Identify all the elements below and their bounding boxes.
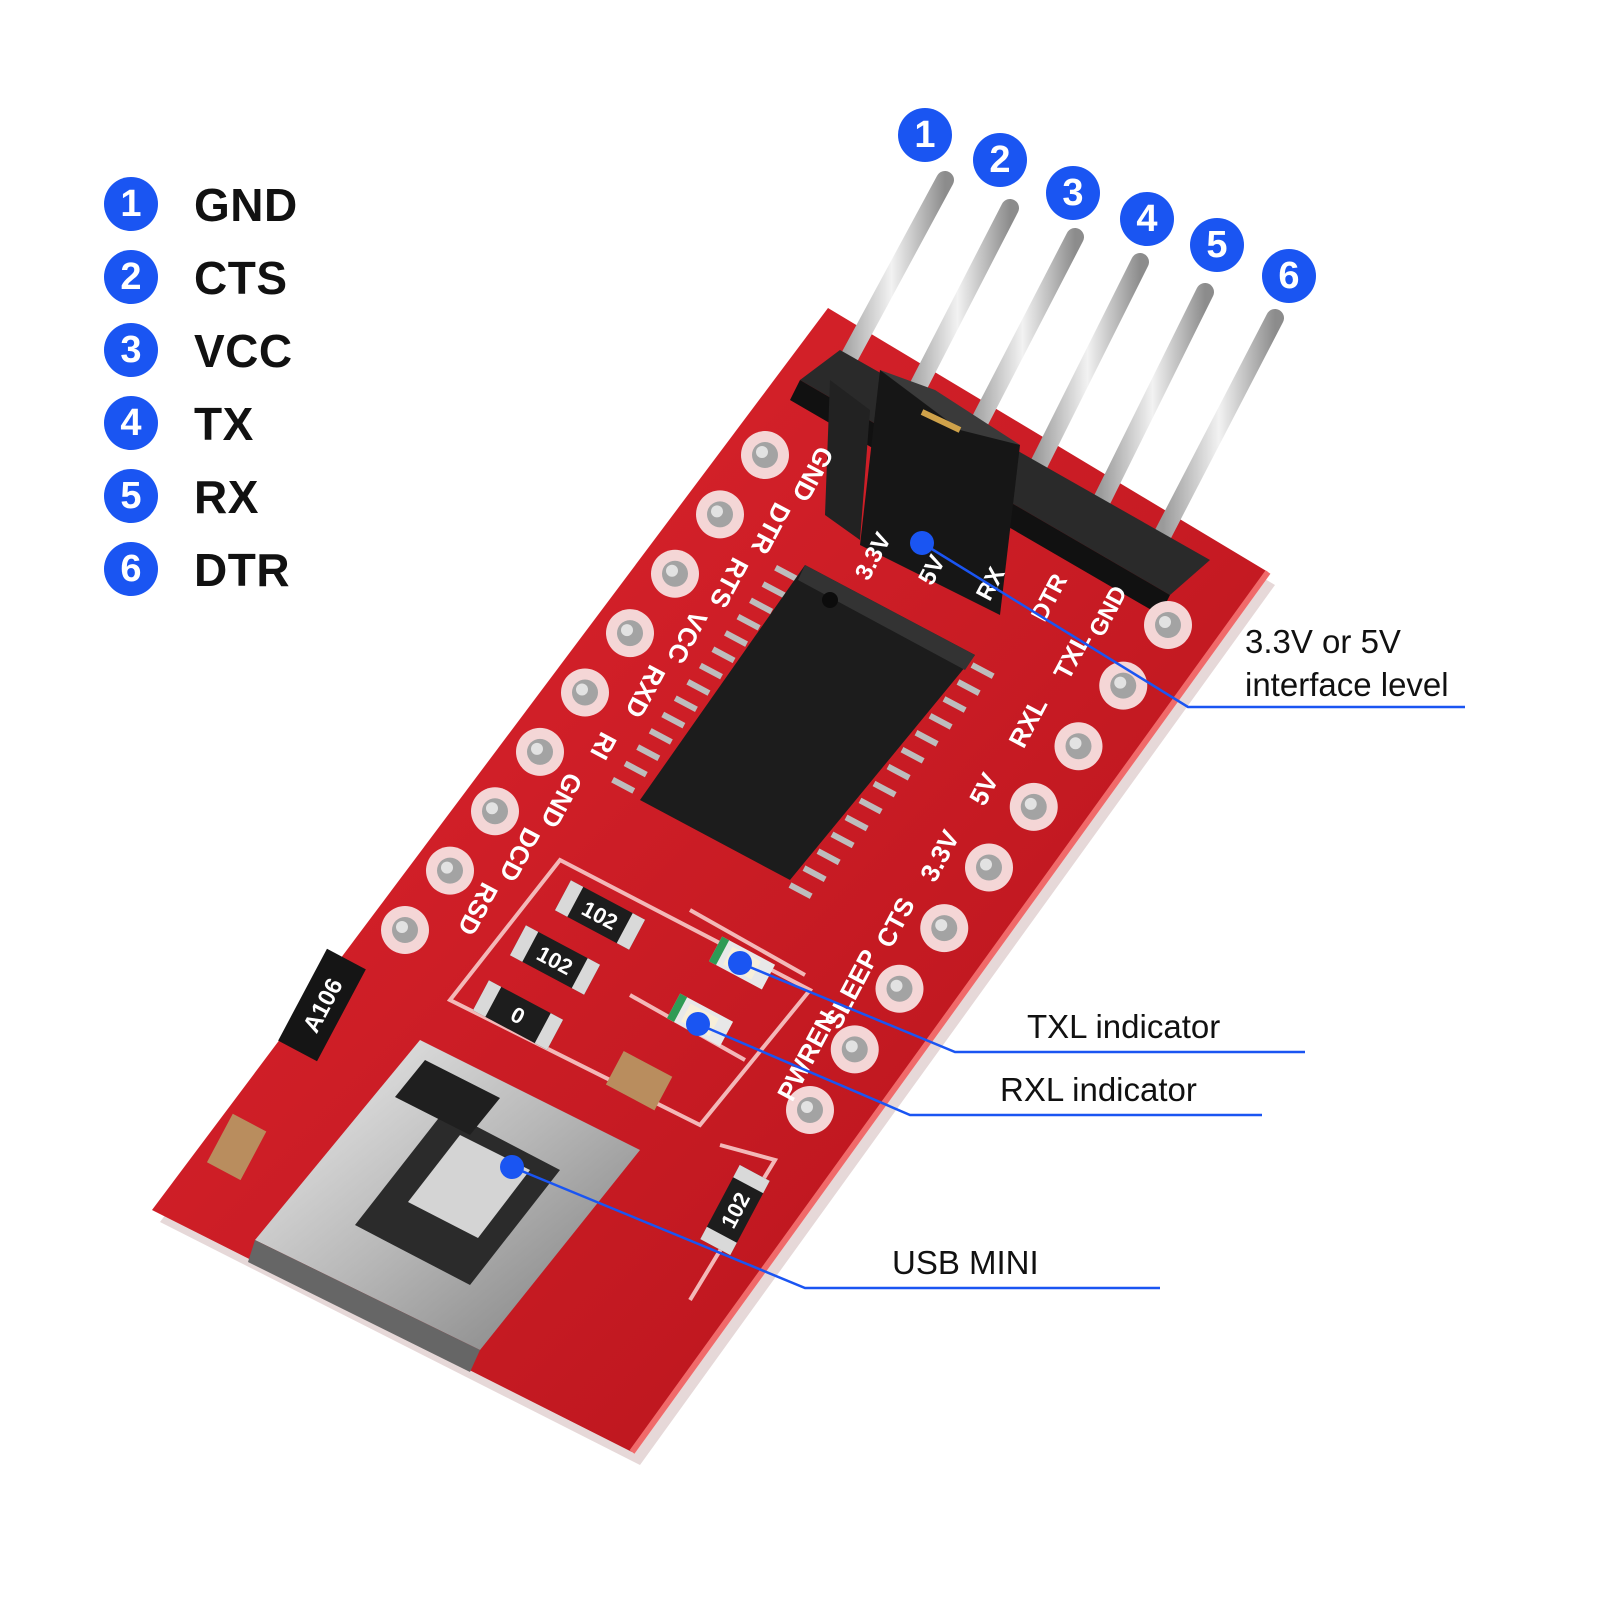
chip-leg [724, 630, 749, 647]
chip-leg [661, 711, 686, 729]
jumper [825, 370, 1020, 615]
legend-label: GND [194, 179, 298, 231]
pin-number-badge: 6 [104, 542, 158, 596]
callout-line: USB MINI [892, 1244, 1039, 1281]
chip-leg [736, 613, 761, 631]
chip-leg [686, 679, 711, 696]
through-hole-left [516, 727, 564, 776]
capacitors [206, 1050, 673, 1181]
through-hole-right [1144, 601, 1192, 649]
chip-leg [788, 882, 813, 899]
through-hole-right [1054, 722, 1103, 771]
through-hole-left [426, 846, 474, 895]
through-hole-right [786, 1086, 834, 1134]
through-hole-left [561, 668, 609, 717]
pin-number-badge: 4 [104, 396, 158, 450]
callout-interface-level: 3.3V or 5V interface level [1245, 620, 1449, 706]
callout-dots [500, 531, 934, 1179]
chip-leg [698, 662, 723, 680]
pin-number-badge: 3 [104, 323, 158, 377]
through-hole-left [381, 906, 429, 954]
pin-number-badge: 2 [104, 250, 158, 304]
through-hole-right [1099, 661, 1148, 710]
chip-leg [928, 713, 953, 730]
usb-mini-connector [248, 1040, 640, 1372]
through-hole-right [965, 843, 1013, 892]
chip-leg [872, 780, 897, 798]
pin-number-badge: 1 [104, 177, 158, 231]
legend-label: TX [194, 398, 254, 450]
pin-badge-3: 3 [1046, 166, 1100, 220]
through-hole-left [651, 549, 699, 598]
callout-usb-mini: USB MINI [892, 1241, 1039, 1284]
chip-leg [956, 679, 981, 696]
dot-interface-level [910, 531, 934, 555]
pin-number-badge: 5 [104, 469, 158, 523]
chip-leg [900, 746, 925, 764]
legend-label: RX [194, 471, 259, 523]
through-holes [381, 431, 1192, 1134]
chip-leg [774, 565, 799, 582]
through-hole-right [875, 964, 924, 1013]
chip-leg [711, 646, 736, 664]
through-hole-left [741, 431, 789, 479]
callout-line: 3.3V or 5V [1245, 623, 1401, 660]
pin-badge-6: 6 [1262, 249, 1316, 303]
chip-leg [942, 696, 967, 713]
through-hole-right [1009, 782, 1058, 831]
header-pins [829, 171, 1284, 543]
chip-leg [816, 848, 841, 866]
leader-usb [511, 1165, 1160, 1290]
pin-badge-2: 2 [973, 133, 1027, 187]
callout-line: interface level [1245, 666, 1449, 703]
chip-leg [761, 581, 786, 598]
pin-badge-5: 5 [1190, 218, 1244, 272]
leader-interface-level [921, 541, 1465, 709]
chip-leg [830, 831, 855, 849]
leader-txl [739, 961, 1305, 1054]
callout-line: TXL indicator [1027, 1008, 1221, 1045]
chip-leg [636, 744, 661, 761]
chip-leg [970, 662, 995, 679]
callout-rxl-indicator: RXL indicator [1000, 1068, 1197, 1111]
through-hole-right [920, 904, 969, 953]
chip-leg [611, 777, 636, 794]
chip-leg [844, 814, 869, 832]
chip-leg [673, 695, 698, 713]
dot-txl [728, 951, 752, 975]
leader-rxl [697, 1022, 1262, 1117]
through-hole-left [606, 609, 654, 658]
legend-label: CTS [194, 252, 288, 304]
chip-leg [623, 760, 648, 778]
ftdi-chip [611, 565, 995, 899]
dot-rxl [686, 1012, 710, 1036]
legend-label: DTR [194, 544, 291, 596]
callout-txl-indicator: TXL indicator [1027, 1005, 1220, 1048]
resistors: 102 102 0 102 [472, 880, 770, 1256]
chip-leg [749, 597, 774, 615]
callout-line: RXL indicator [1000, 1071, 1197, 1108]
through-hole-left [471, 787, 519, 836]
callout-leaders [511, 541, 1465, 1290]
chip-leg [802, 865, 827, 882]
through-hole-right [830, 1025, 879, 1074]
pin-badge-1: 1 [898, 108, 952, 162]
pin-badge-4: 4 [1120, 192, 1174, 246]
chip-leg [858, 797, 883, 815]
chip-leg [886, 763, 911, 781]
dot-usb [500, 1155, 524, 1179]
chip-leg [914, 730, 939, 747]
through-hole-left [696, 490, 744, 539]
chip-leg [648, 728, 673, 745]
legend-label: VCC [194, 325, 293, 377]
